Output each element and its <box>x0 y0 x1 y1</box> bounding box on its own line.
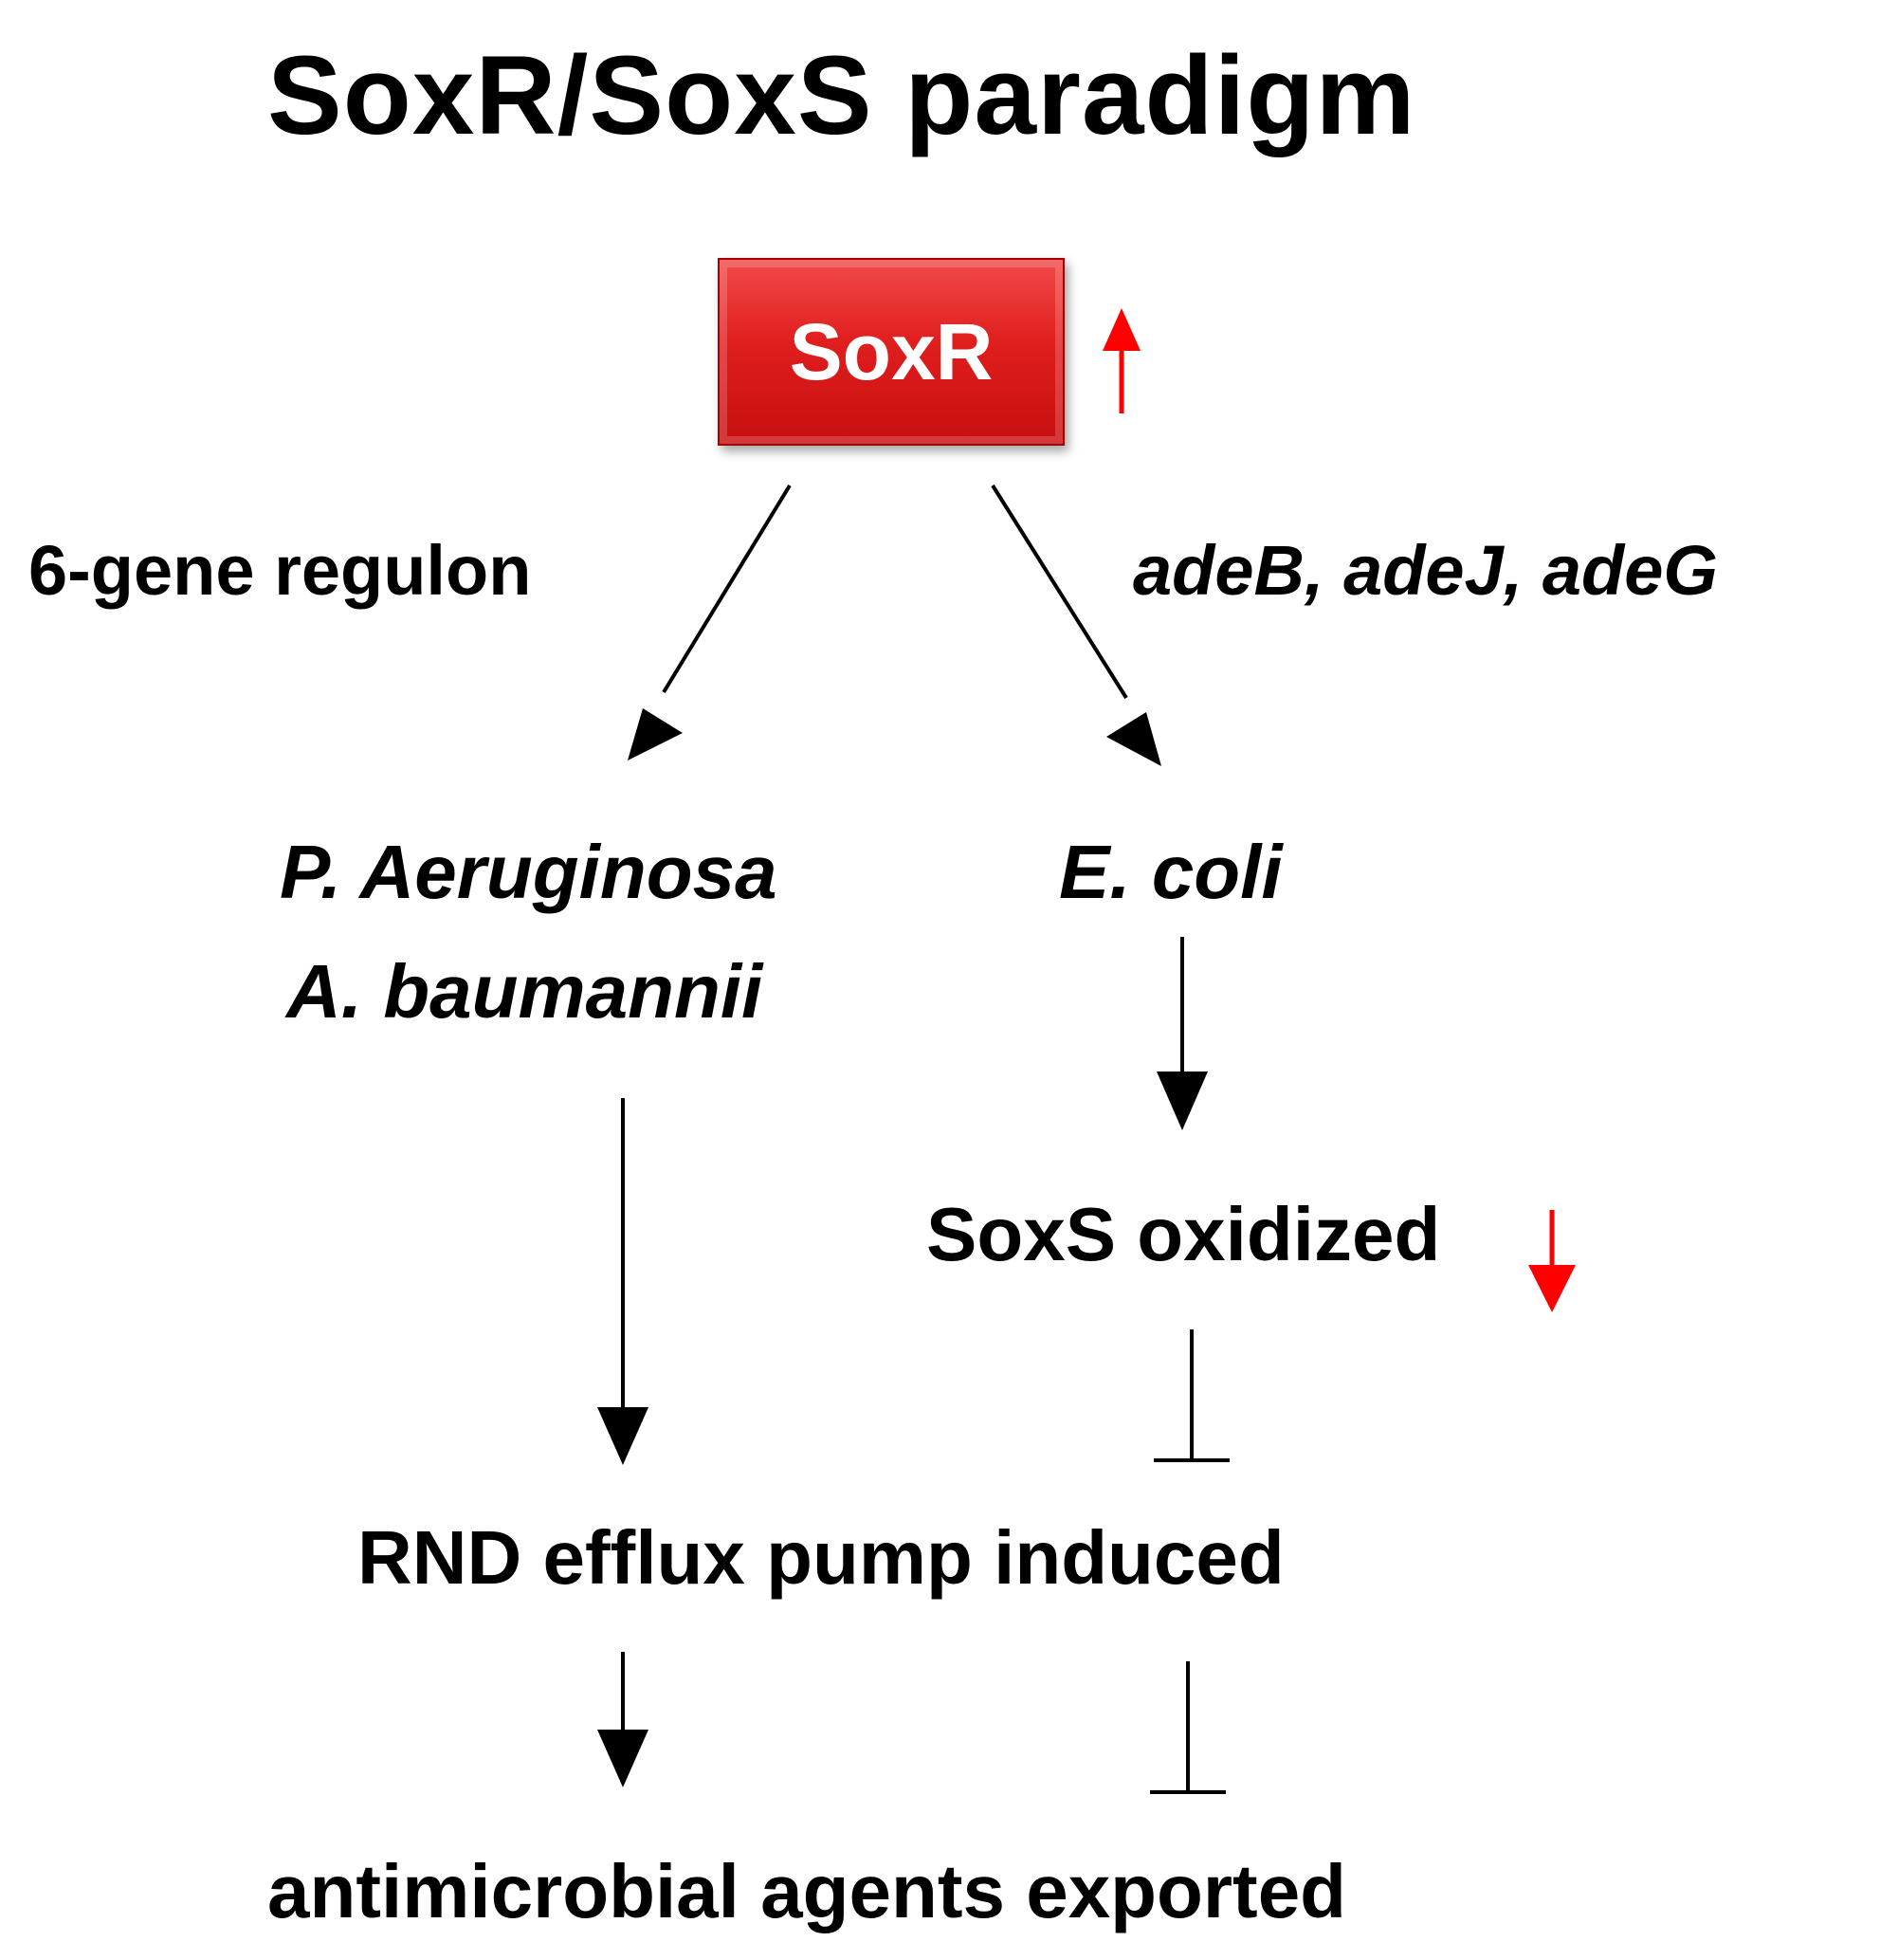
antimicrobial-export-node: antimicrobial agents exported <box>267 1849 1347 1933</box>
inhibition-soxs-to-rnd <box>1154 1329 1230 1462</box>
arrow-soxr-to-e-coli <box>991 484 1161 766</box>
arrow-rnd-to-export <box>597 1652 648 1787</box>
soxr-node-label: SoxR <box>789 307 994 396</box>
edge-label-ade-genes: adeB, adeJ, adeG <box>1133 531 1718 610</box>
arrow-e-coli-to-soxs <box>1157 937 1208 1130</box>
arrow-organisms-to-rnd <box>597 1098 648 1465</box>
inhibition-to-export <box>1150 1661 1226 1794</box>
arrow-soxr-to-p-aeruginosa <box>628 484 792 760</box>
rnd-efflux-pump-node: RND efflux pump induced <box>357 1515 1285 1600</box>
organism-p-aeruginosa: P. Aeruginosa <box>280 830 777 914</box>
organism-a-baumannii: A. baumannii <box>286 949 763 1034</box>
edge-label-6-gene-regulon: 6-gene regulon <box>28 531 532 610</box>
soxs-downregulation-arrow-icon <box>1528 1210 1576 1312</box>
diagram-title: SoxR/SoxS paradigm <box>267 33 1416 158</box>
organism-e-coli: E. coli <box>1059 830 1283 914</box>
soxs-oxidized-node: SoxS oxidized <box>926 1192 1441 1276</box>
soxr-node: SoxR <box>718 258 1065 446</box>
soxr-upregulation-arrow-icon <box>1103 308 1141 413</box>
